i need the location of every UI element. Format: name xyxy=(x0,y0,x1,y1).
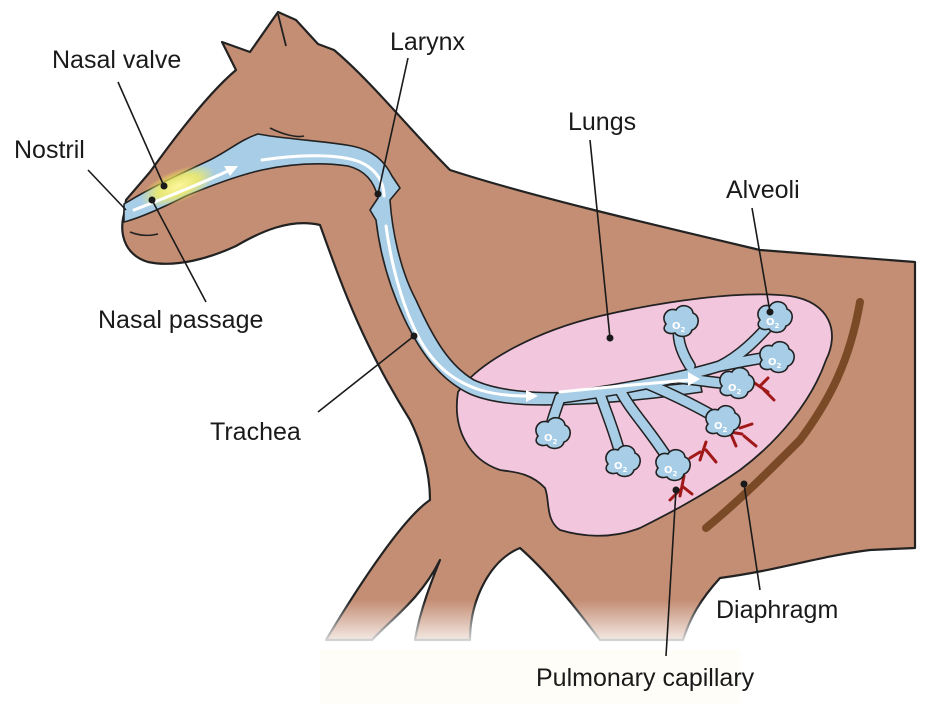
label-alveoli: Alveoli xyxy=(726,176,800,204)
label-nasal-passage: Nasal passage xyxy=(98,306,263,334)
label-larynx: Larynx xyxy=(390,28,466,56)
label-diaphragm: Diaphragm xyxy=(716,596,838,624)
label-lungs: Lungs xyxy=(568,108,636,136)
label-trachea: Trachea xyxy=(210,418,301,446)
label-nostril: Nostril xyxy=(14,136,85,164)
label-pulmonary-capillary: Pulmonary capillary xyxy=(536,664,755,692)
label-nasal-valve: Nasal valve xyxy=(52,46,181,74)
